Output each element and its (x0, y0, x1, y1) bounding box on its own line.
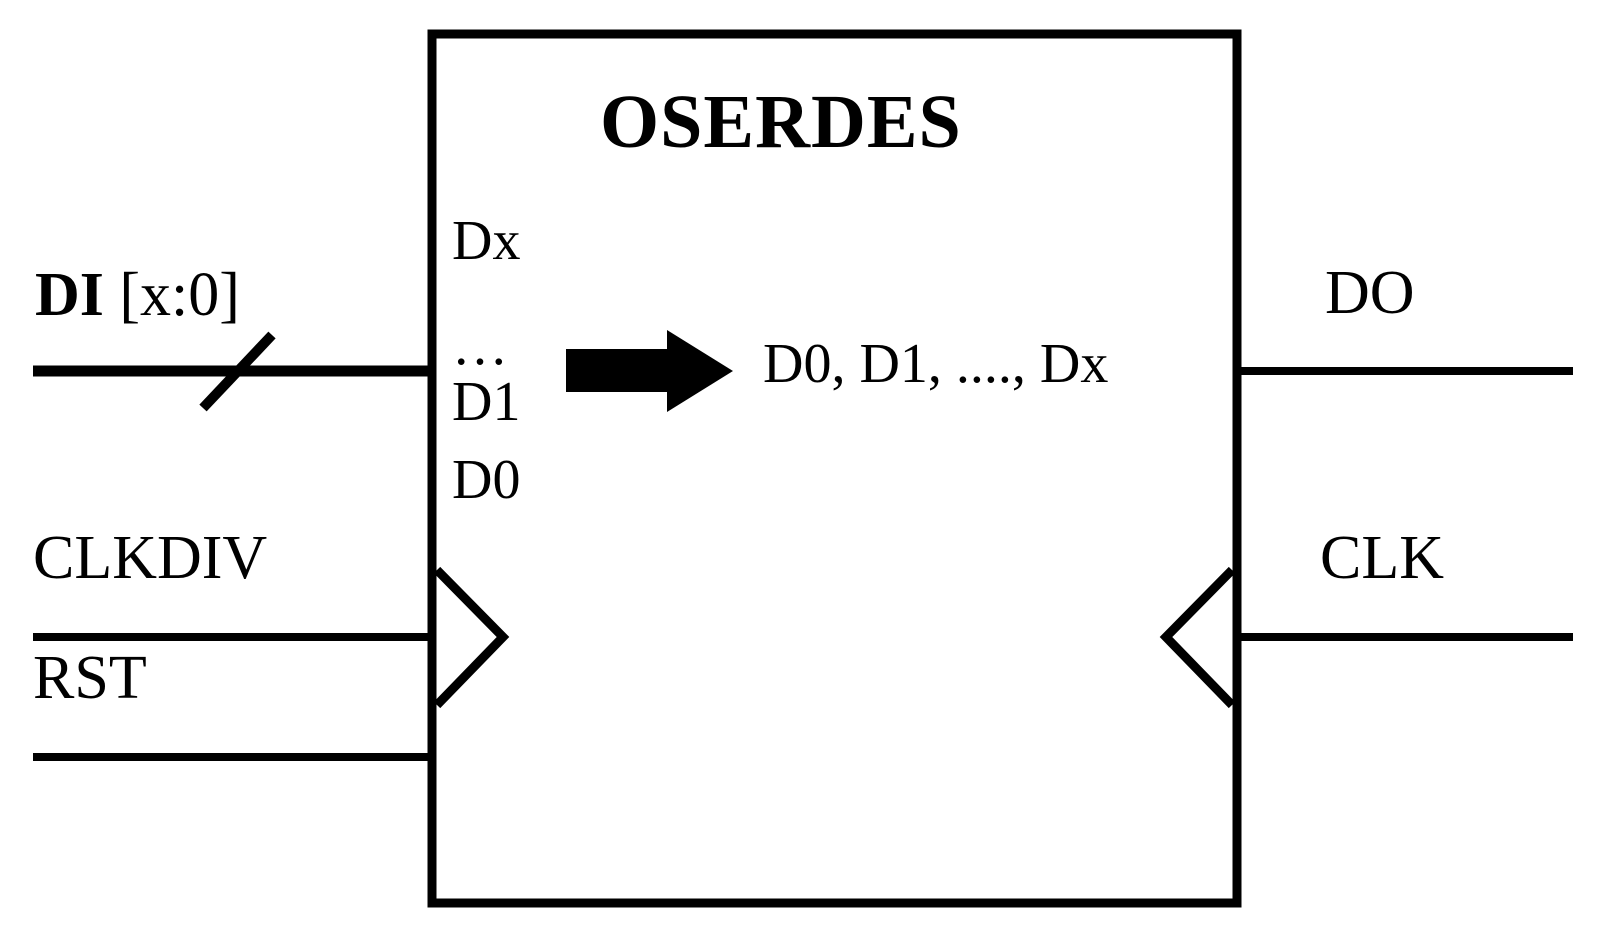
data-flow-arrow-icon (566, 330, 733, 412)
block-title: OSERDES (600, 80, 962, 164)
pin-label-ellipsis: … (452, 315, 511, 377)
clkdiv-label: CLKDIV (33, 524, 268, 592)
di-bus-range: [x:0] (119, 261, 240, 329)
pin-label-d0: D0 (452, 449, 521, 511)
pin-label-dx: Dx (452, 210, 521, 272)
serial-sequence-label: D0, D1, ...., Dx (763, 333, 1109, 395)
oserdes-block-outline (427, 29, 1242, 908)
di-bus-label: DI [x:0] (35, 264, 240, 326)
do-label: DO (1325, 259, 1415, 327)
clk-clock-triangle-icon (1159, 566, 1236, 709)
clk-label: CLK (1320, 524, 1444, 592)
pin-label-d1: D1 (452, 371, 521, 433)
di-bus-name: DI (35, 261, 104, 329)
clkdiv-clock-triangle-icon (433, 566, 510, 709)
rst-label: RST (33, 644, 147, 712)
di-bus-slash-icon (199, 331, 276, 412)
